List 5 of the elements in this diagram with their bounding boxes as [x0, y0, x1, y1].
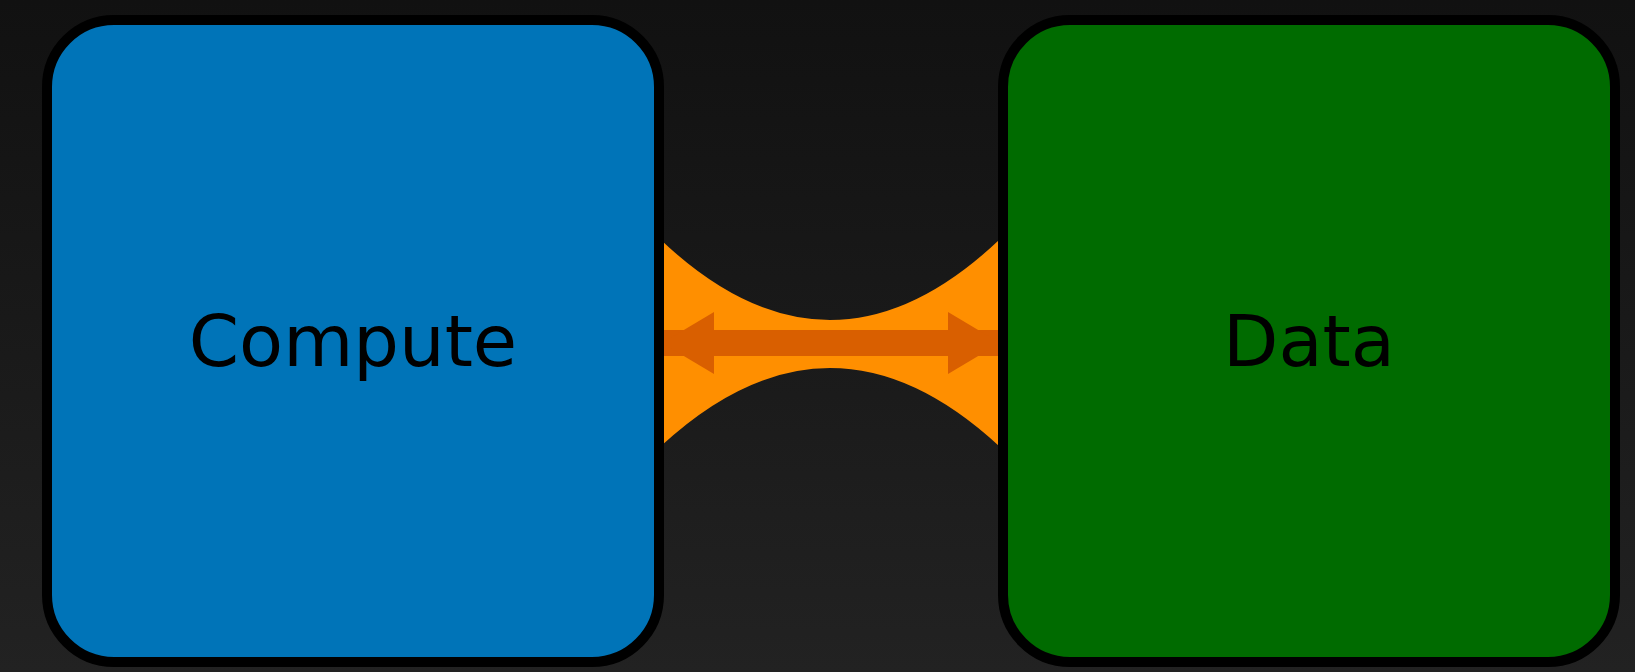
rounded-box [998, 15, 1620, 667]
rounded-box [42, 15, 664, 667]
box-label: Compute [188, 299, 518, 383]
box-label: Data [1223, 299, 1395, 383]
double-arrow [662, 312, 1000, 374]
